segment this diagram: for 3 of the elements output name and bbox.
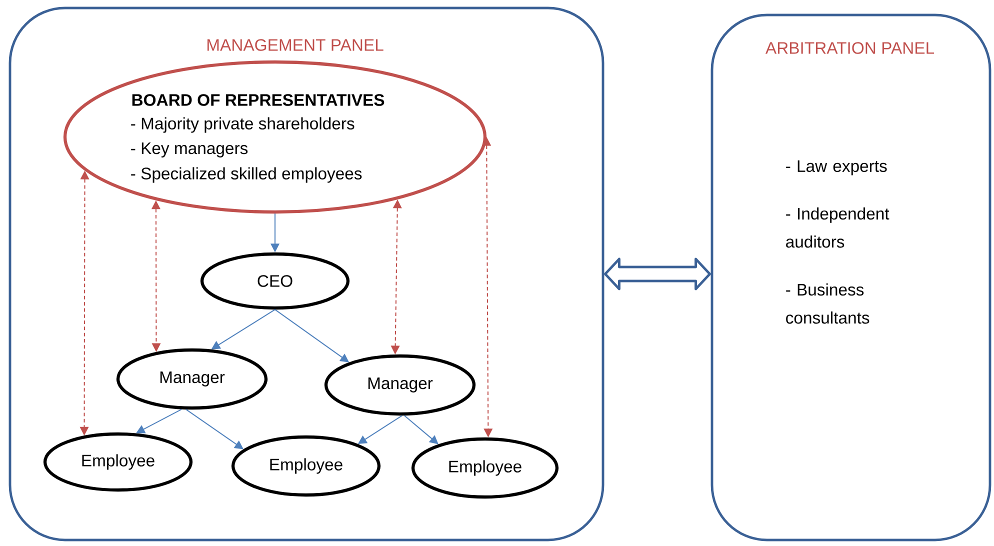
arrow (404, 415, 438, 444)
double-arrow (604, 258, 711, 290)
panel-box: ARBITRATION PANEL - Law experts - Independent auditors - Business consultants (710, 14, 992, 542)
